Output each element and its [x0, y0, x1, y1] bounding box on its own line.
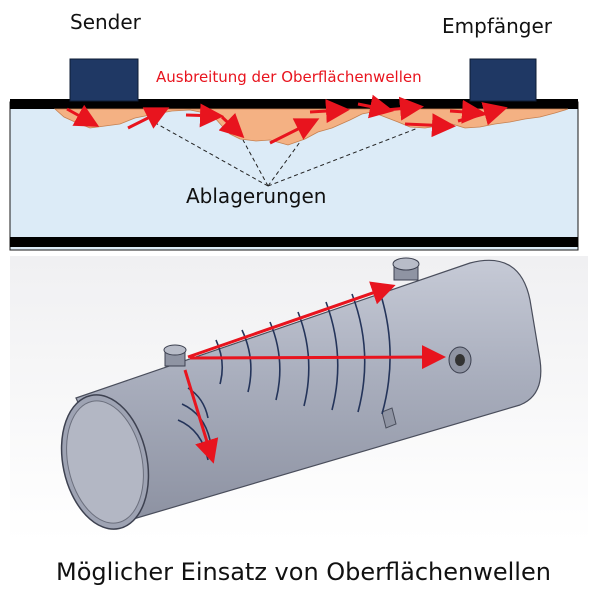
receiver-label: Empfänger: [442, 14, 553, 38]
pressure-vessel-icon: [75, 259, 542, 521]
cross-section: [9, 58, 579, 251]
wave-arrows-vessel: [183, 281, 446, 464]
sender-transducer-icon: [69, 58, 139, 102]
sender-label: Sender: [70, 10, 141, 34]
figure-caption: Möglicher Einsatz von Oberflächenwellen: [56, 558, 551, 586]
vessel-scene: [10, 256, 588, 542]
deposit-leaders: [149, 119, 419, 187]
pipe-wall-bottom: [10, 237, 578, 247]
nozzle-icon-side: [448, 346, 472, 374]
wave-arcs: [177, 285, 391, 461]
pipe-wall-top: [10, 99, 578, 109]
nozzle-icon-left: [163, 344, 187, 367]
deposits-label: Ablagerungen: [186, 184, 327, 208]
wave-arrows-top: [66, 94, 508, 145]
wave-propagation-label: Ausbreitung der Oberflächenwellen: [156, 68, 422, 86]
nozzle-icon-top: [392, 257, 420, 281]
vessel-end-cap-inner: [66, 400, 144, 524]
vessel-support: [381, 407, 397, 429]
receiver-transducer-icon: [469, 58, 537, 102]
